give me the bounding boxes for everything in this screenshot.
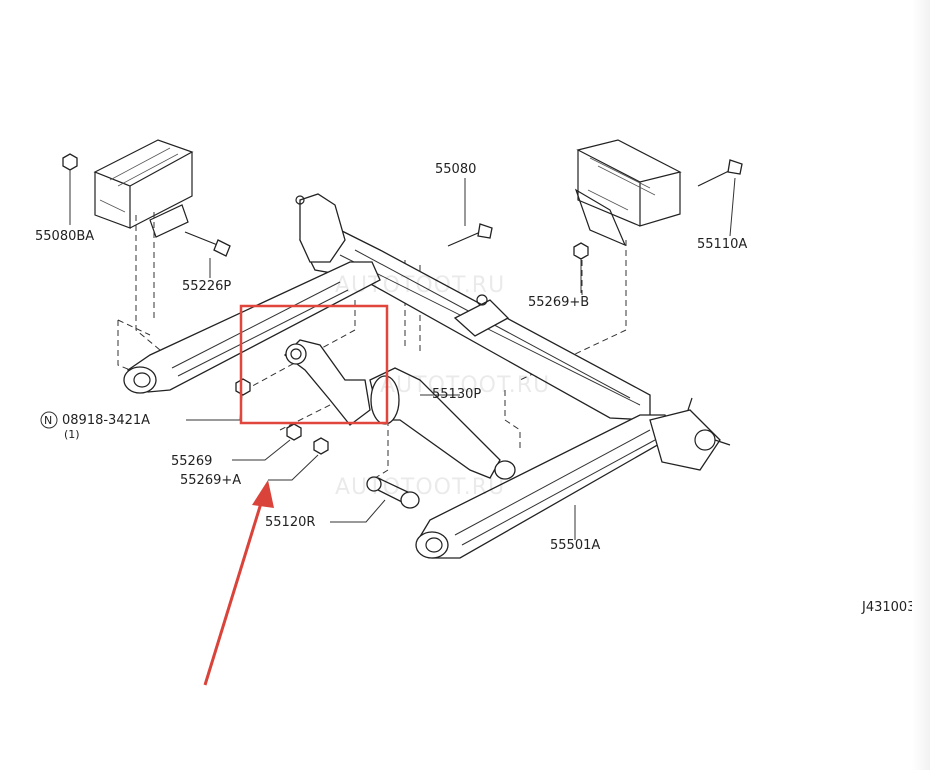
callout-labels: 55080BA 55226P 55080 55110A 55269+B N 08… <box>35 162 915 615</box>
callout-55269: 55269 <box>171 454 212 469</box>
callout-08918: 08918-3421A <box>62 413 150 428</box>
nut-08918-icon <box>235 378 251 396</box>
callout-55080ba: 55080BA <box>35 229 94 244</box>
callout-55110a: 55110A <box>697 237 747 252</box>
right-body-rail <box>574 139 682 247</box>
right-edge-shadow <box>912 0 930 770</box>
arrow-head-icon <box>252 480 274 508</box>
callout-55080: 55080 <box>435 162 476 177</box>
nut-symbol-letter: N <box>44 414 52 427</box>
callout-55130p: 55130P <box>432 387 481 402</box>
callout-55120r: 55120R <box>265 515 315 530</box>
nut-symbol-icon <box>40 411 58 429</box>
callout-55269b: 55269+B <box>528 295 589 310</box>
left-body-rail <box>93 139 194 238</box>
cross-beam <box>295 193 651 421</box>
callout-55269a: 55269+A <box>180 473 241 488</box>
callout-08918-qty: (1) <box>64 428 80 441</box>
lateral-link <box>366 476 420 509</box>
nut-55269b-icon <box>573 242 589 260</box>
watermark-3: AUTOTOOT.RU <box>335 475 505 500</box>
callout-55501a: 55501A <box>550 538 600 553</box>
nut-55080ba-icon <box>62 153 78 171</box>
nuts <box>62 153 589 455</box>
watermark-1: AUTOTOOT.RU <box>335 273 505 298</box>
right-trailing-arm <box>415 397 731 559</box>
drawing-code: J431003 <box>861 600 915 615</box>
red-pointer-arrow <box>203 480 274 686</box>
arrow-shaft <box>203 499 264 686</box>
nut-55269-icon <box>286 423 302 441</box>
mount-bracket <box>284 339 516 480</box>
bolts <box>184 159 743 257</box>
left-trailing-arm <box>123 261 381 394</box>
highlight-box <box>239 304 389 425</box>
nut-55269a-icon <box>313 437 329 455</box>
watermarks: AUTOTOOT.RU AUTOTOOT.RU AUTOTOOT.RU <box>335 273 550 500</box>
watermark-2: AUTOTOOT.RU <box>380 373 550 398</box>
callout-55226p: 55226P <box>182 279 231 294</box>
